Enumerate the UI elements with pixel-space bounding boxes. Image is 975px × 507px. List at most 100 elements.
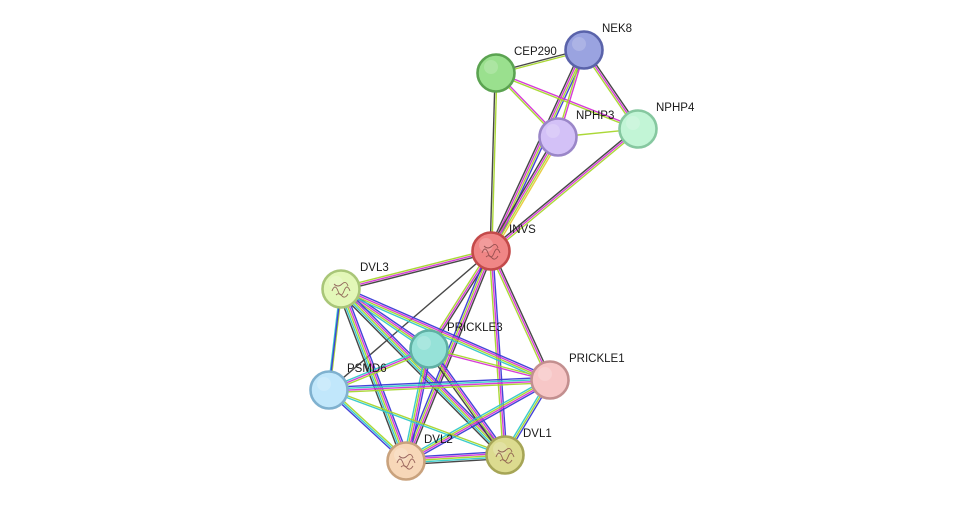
node-dvl2[interactable]: DVL2	[386, 434, 453, 481]
edge-invs-nphp3[interactable]	[488, 135, 561, 253]
edge-prickle1-dvl2[interactable]	[404, 377, 552, 464]
edge-dvl3-dvl2[interactable]	[336, 287, 411, 463]
edge-cep290-nphp4[interactable]	[495, 71, 639, 131]
edge-invs-prickle1[interactable]	[488, 249, 553, 382]
node-nphp4[interactable]: NPHP4	[618, 102, 695, 149]
node-label: DVL1	[523, 428, 552, 440]
node-highlight	[572, 37, 586, 51]
edge-evidence-line	[406, 381, 552, 464]
node-label: DVL3	[360, 262, 389, 274]
edge-evidence-line	[490, 128, 639, 252]
node-circle[interactable]	[618, 109, 658, 149]
node-prickle1[interactable]: PRICKLE1	[530, 353, 625, 400]
edge-invs-cep290[interactable]	[489, 72, 498, 252]
edge-evidence-line	[338, 289, 405, 462]
node-highlight	[493, 442, 507, 456]
edge-evidence-line	[341, 285, 552, 379]
node-prickle3[interactable]: PRICKLE3	[409, 322, 503, 369]
node-cep290[interactable]: CEP290	[476, 46, 557, 93]
edge-evidence-line	[406, 251, 493, 462]
node-label: NPHP4	[656, 102, 695, 114]
edge-evidence-line	[340, 248, 491, 288]
edge-evidence-line	[426, 350, 504, 457]
edge-psmd6-dvl1[interactable]	[328, 388, 506, 457]
edge-evidence-line	[343, 287, 411, 460]
edge-evidence-line	[496, 71, 639, 129]
node-highlight	[626, 116, 640, 130]
node-nek8[interactable]: NEK8	[564, 23, 633, 70]
edge-evidence-line	[405, 378, 550, 461]
edge-evidence-line	[487, 48, 583, 251]
edge-evidence-line	[491, 129, 640, 253]
edge-evidence-line	[429, 348, 507, 455]
edge-evidence-line	[491, 137, 560, 252]
node-circle[interactable]	[386, 441, 426, 481]
node-highlight	[484, 60, 498, 74]
node-label: INVS	[509, 224, 536, 236]
node-invs[interactable]: INVS	[471, 224, 537, 271]
node-circle[interactable]	[409, 329, 449, 369]
node-highlight	[417, 336, 431, 350]
node-highlight	[546, 124, 560, 138]
node-nphp3[interactable]: NPHP3	[538, 110, 615, 157]
node-label: NPHP3	[576, 110, 614, 122]
node-label: CEP290	[514, 46, 557, 58]
protein-structure-icon	[331, 281, 351, 298]
edge-evidence-line	[329, 380, 551, 392]
node-highlight	[479, 238, 493, 252]
node-label: NEK8	[602, 23, 632, 35]
edge-prickle3-prickle1[interactable]	[428, 347, 551, 382]
edge-evidence-line	[328, 376, 550, 389]
edge-evidence-line	[406, 380, 551, 463]
edge-evidence-line	[490, 250, 551, 381]
edge-evidence-line	[489, 72, 496, 251]
protein-structure-icon	[495, 447, 515, 464]
node-circle[interactable]	[485, 435, 525, 475]
edge-evidence-line	[489, 49, 584, 251]
node-label: DVL2	[424, 434, 453, 446]
edge-evidence-line	[490, 250, 506, 456]
edge-evidence-line	[429, 347, 551, 380]
edge-prickle3-dvl1[interactable]	[426, 347, 508, 457]
edge-evidence-line	[492, 250, 508, 455]
edge-evidence-line	[428, 349, 550, 382]
edge-evidence-line	[492, 138, 561, 253]
edge-evidence-line	[430, 347, 508, 454]
edge-evidence-line	[329, 388, 506, 455]
protein-structure-icon	[481, 243, 501, 260]
node-circle[interactable]	[564, 30, 604, 70]
node-circle[interactable]	[309, 370, 349, 410]
edge-evidence-line	[329, 381, 551, 394]
edge-evidence-line	[488, 251, 549, 382]
edge-evidence-line	[336, 290, 404, 463]
node-circle[interactable]	[471, 231, 511, 271]
edge-invs-dvl3[interactable]	[340, 248, 492, 292]
node-dvl3[interactable]: DVL3	[321, 262, 389, 309]
edge-prickle1-psmd6[interactable]	[328, 376, 551, 394]
node-label: PRICKLE3	[447, 322, 503, 334]
edge-evidence-line	[340, 289, 550, 382]
edge-evidence-line	[492, 249, 553, 380]
node-label: PSMD6	[347, 363, 387, 375]
edge-invs-nphp4[interactable]	[489, 127, 640, 253]
edge-evidence-line	[491, 73, 498, 252]
node-circle[interactable]	[476, 53, 516, 93]
protein-structure-icon	[396, 453, 416, 470]
edge-evidence-line	[404, 250, 491, 461]
edge-evidence-line	[495, 73, 638, 131]
node-highlight	[394, 448, 408, 462]
edge-evidence-line	[328, 390, 505, 457]
node-circle[interactable]	[530, 360, 570, 400]
node-highlight	[538, 367, 552, 381]
node-highlight	[317, 377, 331, 391]
node-circle[interactable]	[538, 117, 578, 157]
edge-evidence-line	[407, 251, 495, 463]
edge-evidence-line	[328, 378, 550, 390]
node-dvl1[interactable]: DVL1	[485, 428, 552, 475]
edge-evidence-line	[341, 252, 492, 292]
node-psmd6[interactable]: PSMD6	[309, 363, 387, 410]
edge-evidence-line	[341, 287, 551, 380]
node-circle[interactable]	[321, 269, 361, 309]
